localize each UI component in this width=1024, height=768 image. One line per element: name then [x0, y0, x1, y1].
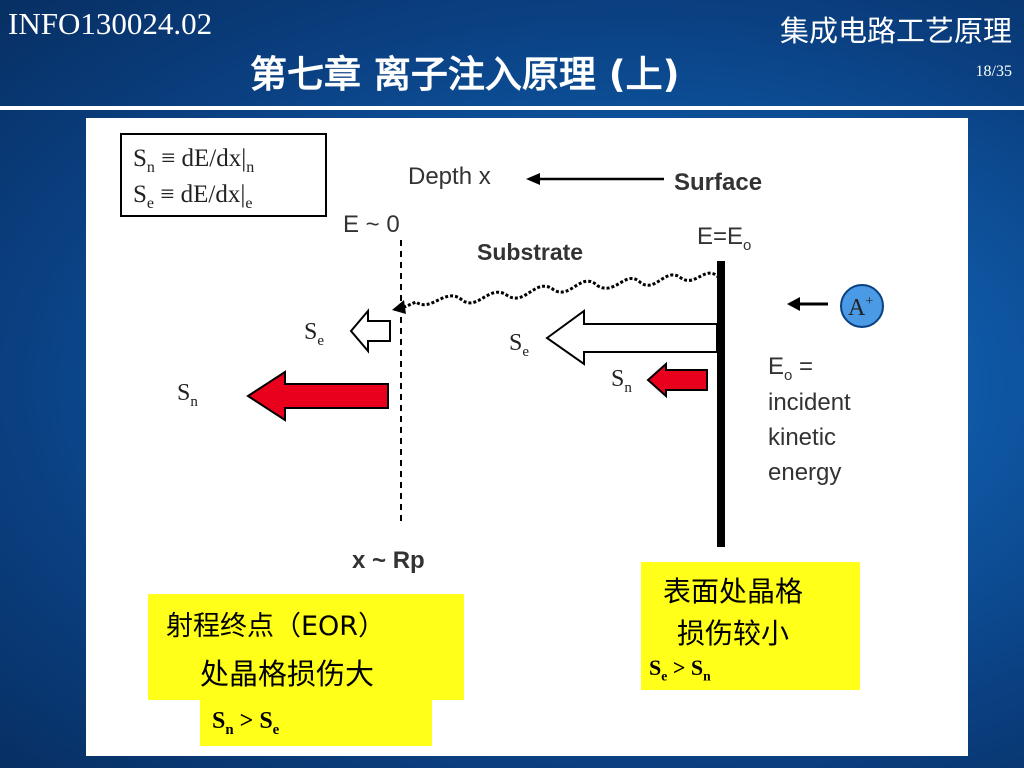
- eor-inequality: Sn > Se: [212, 708, 280, 738]
- course-name: 集成电路工艺原理: [779, 14, 1012, 48]
- eor-note-line1: 射程终点（EOR）: [166, 611, 386, 642]
- legend-box: [120, 133, 327, 217]
- surface-inequality: Se > Sn: [649, 655, 711, 684]
- right-se-label: Se: [509, 330, 529, 360]
- ion-implantation-diagram: Sn ≡ dE/dx|n Se ≡ dE/dx|e Depth x Surfac…: [120, 133, 884, 574]
- left-se-arrow: [349, 308, 391, 354]
- eo-definition-line3: kinetic: [768, 424, 836, 451]
- surface-note-box: 表面处晶格 损伤较小 Se > Sn: [641, 562, 860, 690]
- left-se-label: Se: [304, 319, 324, 349]
- left-sn-arrow: [246, 370, 389, 422]
- depth-arrowhead: [526, 173, 540, 185]
- chapter-title: 第七章 离子注入原理 (上): [250, 53, 680, 96]
- surface-note-line1: 表面处晶格: [663, 575, 804, 608]
- eor-note-box: 射程终点（EOR） 处晶格损伤大: [148, 594, 464, 700]
- legend-sn-definition: Sn ≡ dE/dx|n: [133, 145, 254, 176]
- eo-definition: Eo =: [768, 353, 813, 384]
- eor-inequality-box: Sn > Se: [200, 700, 432, 746]
- eo-definition-line2: incident: [768, 389, 851, 416]
- ion-trajectory-path: [401, 271, 721, 310]
- ion-arrowhead: [787, 297, 800, 311]
- surface-bar: [717, 261, 725, 547]
- left-sn-label: Sn: [177, 380, 198, 410]
- trajectory-arrowhead: [392, 300, 406, 314]
- page-number: 18/35: [975, 63, 1012, 80]
- substrate-label: Substrate: [477, 239, 583, 265]
- eo-definition-line4: energy: [768, 459, 841, 486]
- surface-label: Surface: [674, 169, 762, 196]
- depth-label: Depth x: [408, 163, 491, 190]
- ion-label: A+: [848, 294, 873, 321]
- header-divider: [0, 106, 1024, 110]
- right-se-arrow: [545, 309, 718, 366]
- e-surface-label: E=Eo: [697, 223, 751, 254]
- ion-icon: [840, 284, 884, 328]
- right-sn-arrow: [646, 361, 708, 399]
- rp-label: x ~ Rp: [352, 547, 425, 574]
- eor-note-line2: 处晶格损伤大: [200, 657, 375, 691]
- e-zero-label: E ~ 0: [343, 211, 400, 238]
- right-sn-label: Sn: [611, 366, 632, 396]
- course-code: INFO130024.02: [8, 6, 213, 41]
- slide-header: INFO130024.02 集成电路工艺原理 第七章 离子注入原理 (上) 18…: [0, 0, 1024, 110]
- legend-se-definition: Se ≡ dE/dx|e: [133, 181, 252, 212]
- surface-note-line2: 损伤较小: [677, 617, 790, 650]
